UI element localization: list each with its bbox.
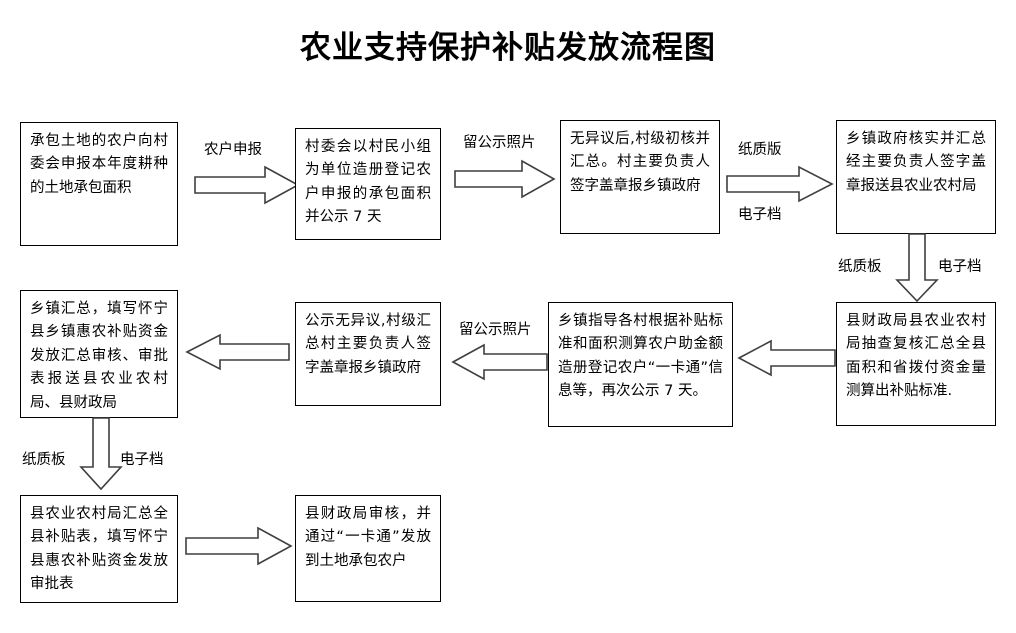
arrow-down-n8-n9 (79, 417, 123, 491)
flow-node-9: 县农业农村局汇总全县补贴表，填写怀宁县惠农补贴资金发放审批表 (20, 495, 178, 603)
flow-node-10: 县财政局审核，并通过“一卡通”发放到土地承包农户 (295, 495, 441, 602)
arrow-down-n4-n5 (895, 233, 939, 303)
arrow-left-n5-n6 (737, 339, 836, 377)
edge-label-farmer-declaration: 农户申报 (204, 142, 262, 158)
arrow-left-n6-n7 (451, 343, 548, 381)
arrow-right-n2-n3 (454, 159, 556, 199)
edge-label-electronic-3: 电子档 (120, 452, 164, 468)
edge-label-electronic-2: 电子档 (938, 259, 982, 275)
edge-label-paper-2: 纸质板 (838, 259, 882, 275)
flow-node-8-text: 乡镇汇总，填写怀宁县乡镇惠农补贴资金发放汇总审核、审批表报送县农业农村局、县财政… (30, 301, 168, 411)
flow-node-5-text: 县财政局县农业农村局抽查复核汇总全县面积和省拨付资金量测算出补贴标准. (846, 313, 986, 400)
page-title: 农业支持保护补贴发放流程图 (300, 30, 716, 66)
flow-node-7-text: 公示无异议,村级汇总村主要负责人签字盖章报乡镇政府 (305, 313, 431, 376)
flow-node-1: 承包土地的农户向村委会申报本年度耕种的土地承包面积 (20, 122, 178, 246)
flow-node-1-text: 承包土地的农户向村委会申报本年度耕种的土地承包面积 (30, 133, 168, 196)
arrow-right-n3-n4 (726, 165, 834, 203)
flow-node-3: 无异议后,村级初核并汇总。村主要负责人签字盖章报乡镇政府 (560, 120, 720, 234)
edge-label-keep-photo-2: 留公示照片 (459, 322, 532, 338)
flow-node-2-text: 村委会以村民小组为单位造册登记农户申报的承包面积并公示 7 天 (305, 139, 431, 226)
edge-label-keep-photo-1: 留公示照片 (463, 135, 536, 151)
flow-node-6-text: 乡镇指导各村根据补贴标准和面积测算农户助金额造册登记农户“一卡通”信息等，再次公… (558, 313, 723, 400)
flow-node-4-text: 乡镇政府核实并汇总经主要负责人签字盖章报送县农业农村局 (846, 131, 986, 194)
edge-label-paper-1: 纸质版 (738, 142, 782, 158)
arrow-right-n9-n10 (185, 526, 293, 566)
edge-label-paper-3: 纸质板 (22, 452, 66, 468)
edge-label-electronic-1: 电子档 (738, 207, 782, 223)
flow-node-7: 公示无异议,村级汇总村主要负责人签字盖章报乡镇政府 (295, 302, 441, 406)
arrow-left-n7-n8 (185, 333, 290, 371)
flow-node-4: 乡镇政府核实并汇总经主要负责人签字盖章报送县农业农村局 (836, 120, 996, 234)
flow-node-6: 乡镇指导各村根据补贴标准和面积测算农户助金额造册登记农户“一卡通”信息等，再次公… (548, 302, 733, 427)
flow-node-5: 县财政局县农业农村局抽查复核汇总全县面积和省拨付资金量测算出补贴标准. (836, 302, 996, 426)
flow-node-2: 村委会以村民小组为单位造册登记农户申报的承包面积并公示 7 天 (295, 128, 441, 240)
flow-node-9-text: 县农业农村局汇总全县补贴表，填写怀宁县惠农补贴资金发放审批表 (30, 506, 168, 593)
flow-node-3-text: 无异议后,村级初核并汇总。村主要负责人签字盖章报乡镇政府 (570, 131, 710, 194)
arrow-right-n1-n2 (194, 165, 300, 205)
flow-node-10-text: 县财政局审核，并通过“一卡通”发放到土地承包农户 (305, 506, 431, 569)
flow-node-8: 乡镇汇总，填写怀宁县乡镇惠农补贴资金发放汇总审核、审批表报送县农业农村局、县财政… (20, 290, 178, 418)
